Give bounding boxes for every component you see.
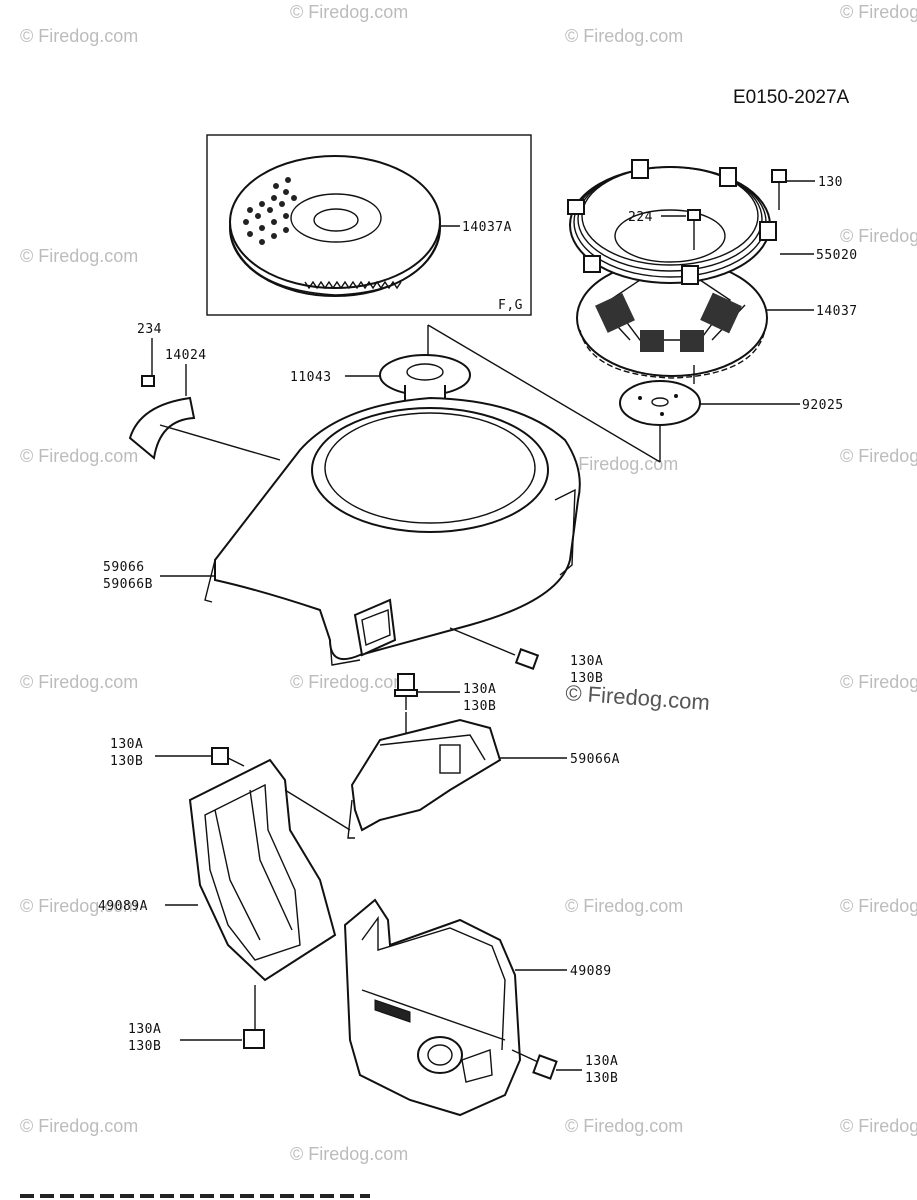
bolt-224 (687, 209, 701, 250)
watermark: © Firedog.com (840, 446, 917, 466)
watermark: © Firedog.com (565, 26, 683, 46)
watermark: © Firedog.com (290, 672, 408, 692)
part-label-130A-bottom: 130A (128, 1022, 161, 1037)
screen-14037A (229, 155, 441, 297)
starter-spring-reel (567, 159, 777, 285)
bolt-130A-bracket (394, 673, 418, 710)
watermark: © Firedog.com (840, 1116, 917, 1136)
part-label-11043: 11043 (290, 370, 332, 385)
bolt-130 (771, 169, 787, 210)
watermark: © Firedog.com (840, 2, 917, 22)
watermark: © Firedog.com (20, 896, 138, 916)
fan-housing-59066 (204, 396, 581, 666)
part-label-130A-housing: 130A (570, 654, 603, 669)
watermark: © Firedog.com (290, 1144, 408, 1164)
part-label-59066B: 59066B (103, 577, 153, 592)
part-label-130: 130 (818, 175, 843, 190)
part-label-59066A: 59066A (570, 752, 620, 767)
watermark: © Firedog.com (565, 896, 683, 916)
diagram-code: E0150-2027A (733, 87, 850, 108)
watermark: © Firedog.com (840, 226, 917, 246)
part-label-49089: 49089 (570, 964, 612, 979)
guide-14024 (128, 396, 196, 460)
part-label-59066: 59066 (103, 560, 145, 575)
cover-49089 (343, 898, 522, 1117)
part-label-130B-housing: 130B (570, 671, 603, 686)
part-label-14037: 14037 (816, 304, 858, 319)
watermark: © Firedog.com (20, 246, 138, 266)
inset-box: F,G (206, 134, 532, 316)
part-label-49089A: 49089A (98, 899, 148, 914)
part-label-55020: 55020 (816, 248, 858, 263)
part-label-130A-left: 130A (110, 737, 143, 752)
screw-234 (141, 375, 155, 387)
part-label-130B-bracket: 130B (463, 699, 496, 714)
shroud-49089A (188, 758, 351, 982)
watermark: © Firedog.com (290, 2, 408, 22)
part-label-130A-right: 130A (585, 1054, 618, 1069)
part-label-224: 224 (628, 210, 653, 225)
part-label-130A-bracket: 130A (463, 682, 496, 697)
bolt-130A-bottom (243, 1029, 265, 1049)
watermark: © Firedog.com (20, 26, 138, 46)
part-label-234: 234 (137, 322, 162, 337)
part-label-130B-right: 130B (585, 1071, 618, 1086)
pulley-plate-92025 (619, 380, 701, 426)
part-label-92025: 92025 (802, 398, 844, 413)
watermark: © Firedog.com (20, 446, 138, 466)
watermark: © Firedog.com (560, 454, 678, 474)
bracket-59066A (347, 718, 502, 839)
watermark: © Firedog.com (840, 672, 917, 692)
watermark: © Firedog.com (20, 672, 138, 692)
inset-label: F,G (498, 298, 523, 313)
bolt-130A-left (211, 747, 245, 767)
watermark: © Firedog.com (20, 1116, 138, 1136)
bolt-130A-housing (514, 648, 540, 670)
watermark: © Firedog.com (840, 896, 917, 916)
bolt-130A-right (532, 1054, 558, 1080)
part-label-130B-bottom: 130B (128, 1039, 161, 1054)
watermark: © Firedog.com (565, 1116, 683, 1136)
part-label-130B-left: 130B (110, 754, 143, 769)
part-label-14037A: 14037A (462, 220, 512, 235)
part-label-14024: 14024 (165, 348, 207, 363)
